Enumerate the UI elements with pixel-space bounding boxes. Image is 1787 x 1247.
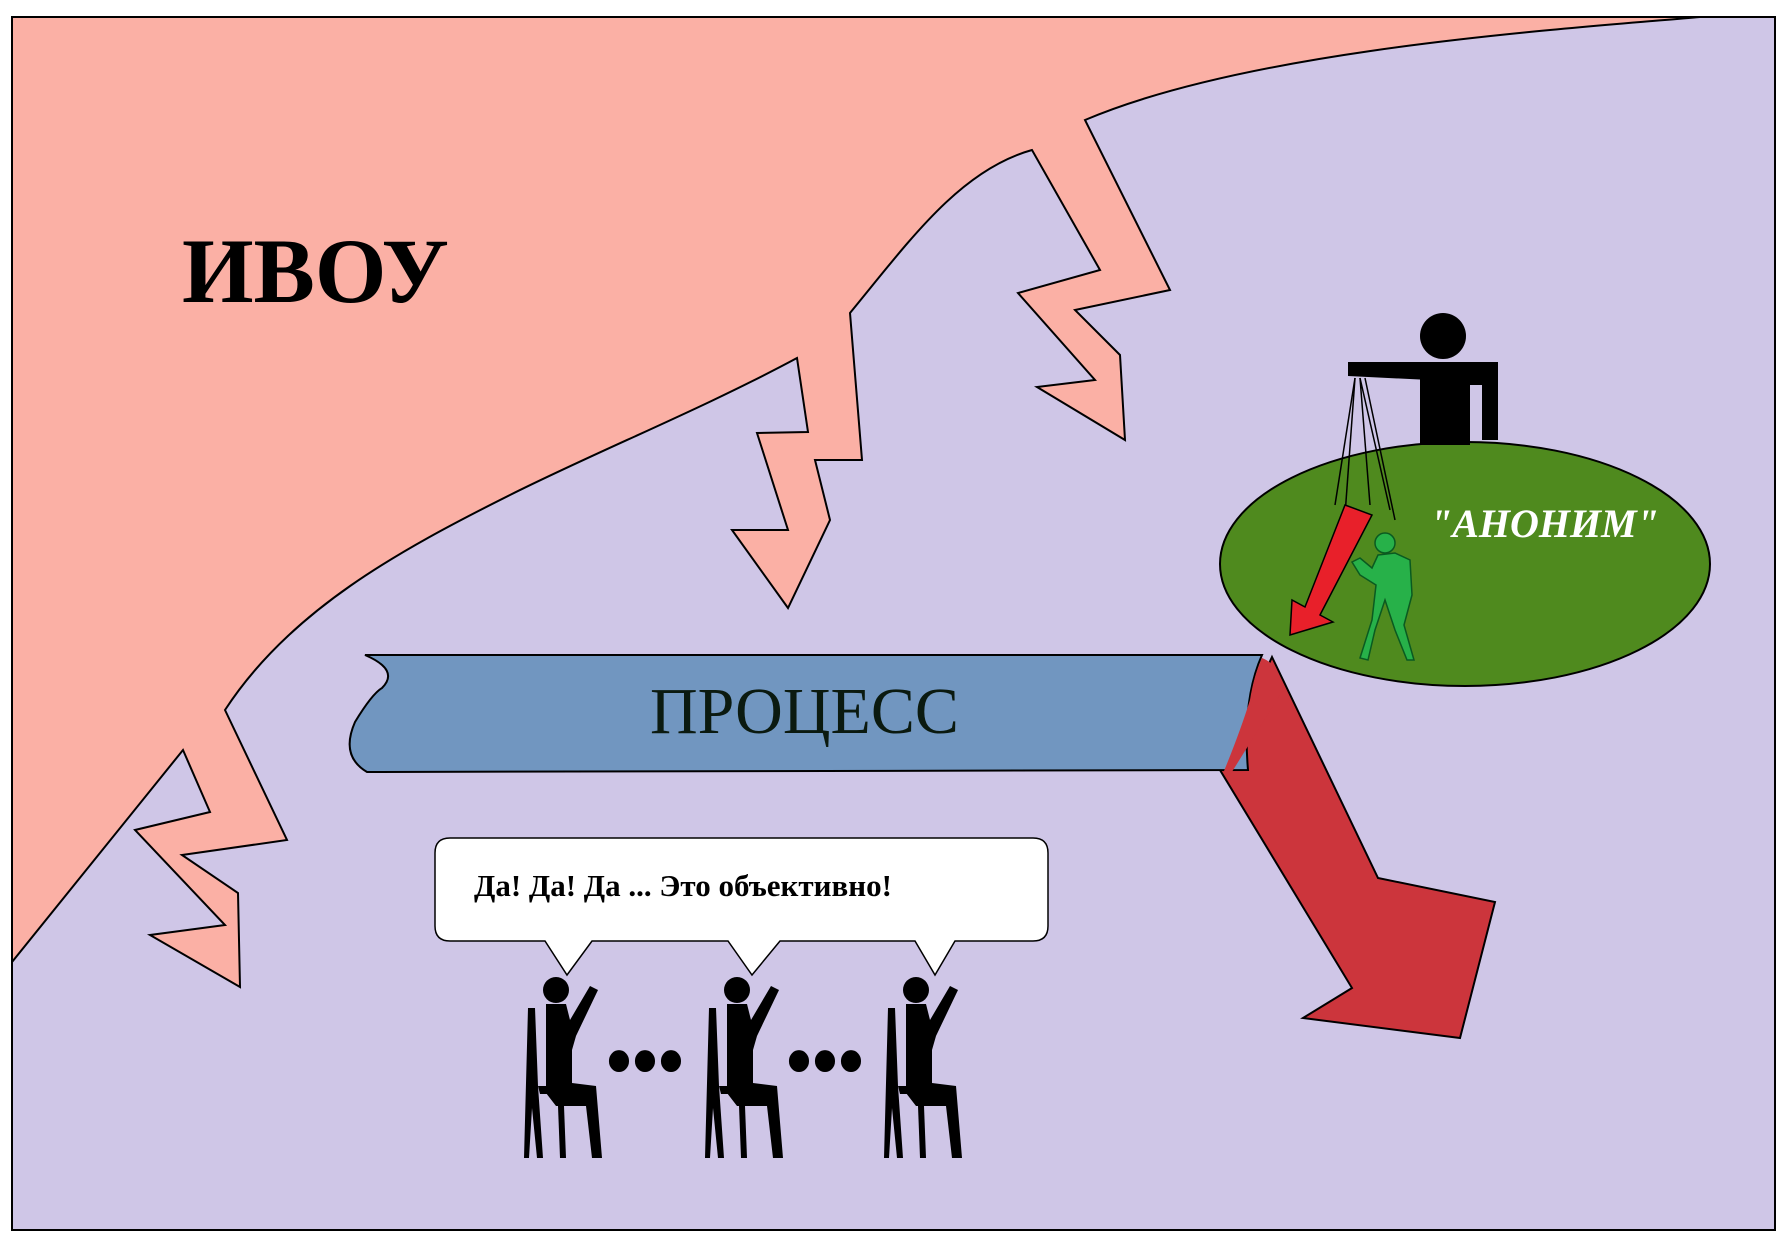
anonim-ellipse: [1219, 441, 1711, 687]
puppet-strings: [1334, 377, 1396, 521]
puppeteer-figure: [1348, 313, 1498, 445]
anonim-label: "АНОНИМ": [1430, 501, 1659, 546]
process-bar-red-cap: [1224, 658, 1283, 775]
puppet-figure: [1350, 532, 1415, 661]
ellipsis-dots: •••: [786, 1018, 864, 1106]
speech-text: Да! Да! Да ... Это объективно!: [474, 868, 892, 903]
bent-red-arrow: [1218, 654, 1497, 1040]
ivou-region: [11, 16, 1701, 989]
speech-bubble: [434, 837, 1049, 977]
small-red-arrow: [1289, 504, 1374, 637]
ivou-title: ИВОУ: [182, 220, 449, 322]
process-label: ПРОЦЕСС: [650, 675, 959, 748]
ellipsis-dots: •••: [606, 1018, 684, 1106]
